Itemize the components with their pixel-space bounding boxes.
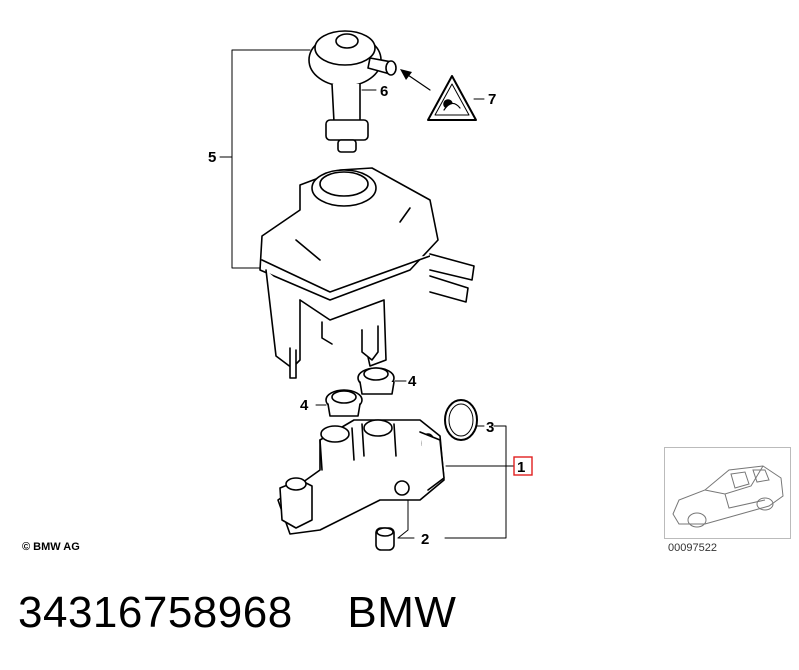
callout-7: 7	[488, 91, 496, 108]
fluid-reservoir	[259, 167, 475, 379]
callout-highlight-box	[513, 456, 533, 476]
warning-label	[427, 75, 477, 121]
parts-diagram: 1 2 3 4 4 5 6 7	[208, 30, 533, 551]
leader-lines	[219, 49, 515, 539]
callout-4-upper: 4	[408, 373, 417, 390]
car-icon	[672, 465, 784, 528]
callout-1: 1	[517, 459, 525, 476]
grommet-upper	[357, 367, 395, 395]
part-number: 34316758968	[18, 588, 293, 637]
o-ring	[444, 399, 478, 441]
callout-3: 3	[486, 419, 494, 436]
callout-5: 5	[208, 149, 216, 166]
diagram-id: 00097522	[668, 542, 717, 554]
callout-6: 6	[380, 83, 388, 100]
nut	[375, 527, 395, 551]
vehicle-thumbnail	[664, 447, 791, 539]
copyright-text: © BMW AG	[22, 541, 80, 553]
grommet-lower	[325, 389, 363, 417]
footer: 34316758968 BMW	[18, 588, 456, 638]
callout-4-lower: 4	[300, 397, 309, 414]
callout-2: 2	[421, 531, 429, 548]
brand-name: BMW	[347, 588, 457, 637]
reservoir-cap	[308, 30, 397, 153]
arrow	[400, 69, 431, 91]
brake-master-cylinder	[277, 419, 445, 535]
